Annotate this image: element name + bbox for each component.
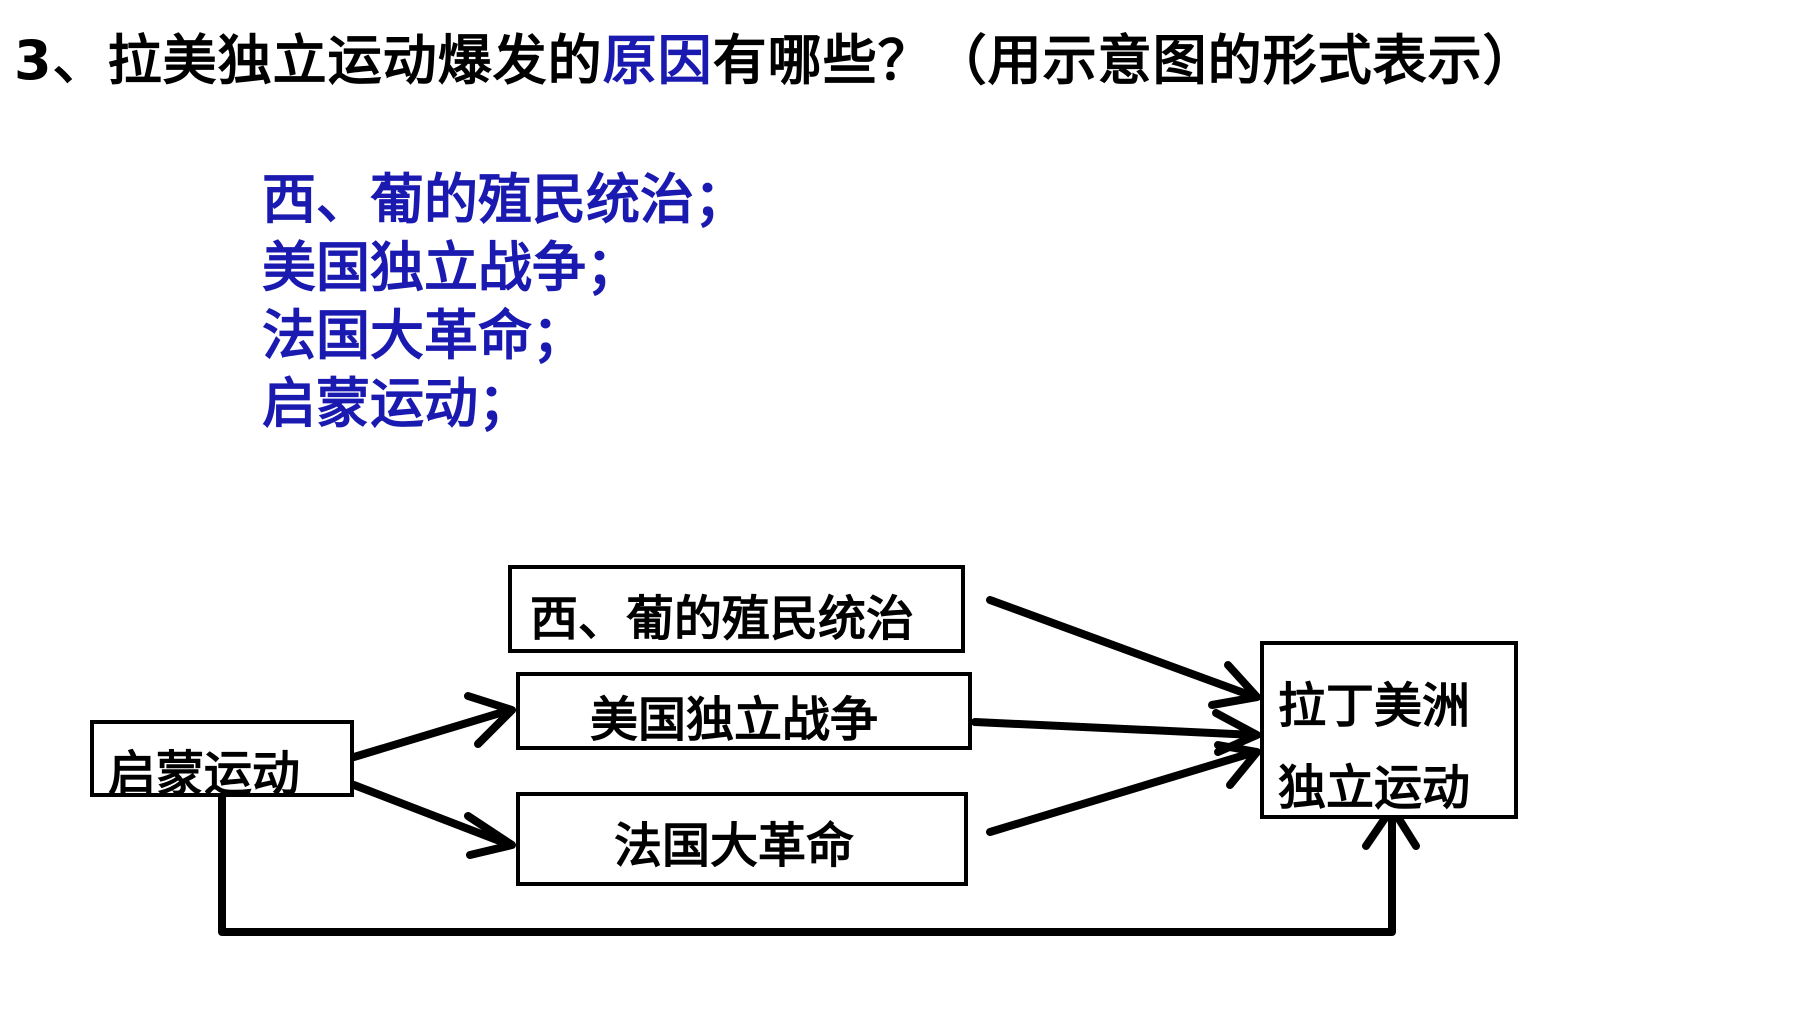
node-enlight-label: 启蒙运动 [108, 746, 301, 802]
arrow-colonial-to-latin [986, 596, 1259, 701]
node-france-label: 法国大革命 [614, 818, 855, 874]
arrow-enlight-to-latin [218, 793, 1396, 936]
arrow-us-war-to-latin [971, 718, 1259, 739]
node-latin-line1: 拉丁美洲 [1278, 678, 1471, 734]
arrow-enlight-to-us-war [350, 706, 514, 761]
node-us-war-label: 美国独立战争 [590, 692, 879, 748]
answer-list: 西、葡的殖民统治； 美国独立战争； 法国大革命； 启蒙运动； [262, 166, 748, 438]
node-enlightenment: 启蒙运动 [90, 720, 354, 802]
question-title: 3、拉美独立运动爆发的原因有哪些？（用示意图的形式表示） [14, 26, 1538, 96]
node-french-revolution: 法国大革命 [516, 792, 968, 886]
question-highlight: 原因 [602, 29, 713, 92]
node-colonial-rule: 西、葡的殖民统治 [508, 565, 965, 653]
node-latin-line2: 独立运动 [1278, 760, 1471, 816]
arrowhead-france [464, 812, 516, 859]
answer-item-colonial: 西、葡的殖民统治； [262, 168, 748, 231]
answer-item-us-war: 美国独立战争； [262, 236, 640, 299]
arrow-france-to-latin [986, 748, 1259, 836]
answer-item-enlightenment: 启蒙运动； [262, 372, 532, 435]
arrow-enlight-to-france [350, 781, 514, 849]
node-us-independence-war: 美国独立战争 [516, 672, 972, 750]
node-latin-american-independence: 拉丁美洲 独立运动 [1260, 641, 1518, 819]
arrowhead-france-latin [1214, 741, 1261, 789]
arrowhead-colonial [1208, 661, 1261, 709]
arrowhead-us-war [464, 692, 516, 748]
question-suffix: 有哪些？（用示意图的形式表示） [712, 29, 1538, 92]
node-colonial-label: 西、葡的殖民统治 [530, 591, 915, 647]
answer-item-france: 法国大革命； [262, 304, 586, 367]
question-prefix: 3、拉美独立运动爆发的 [14, 29, 603, 92]
